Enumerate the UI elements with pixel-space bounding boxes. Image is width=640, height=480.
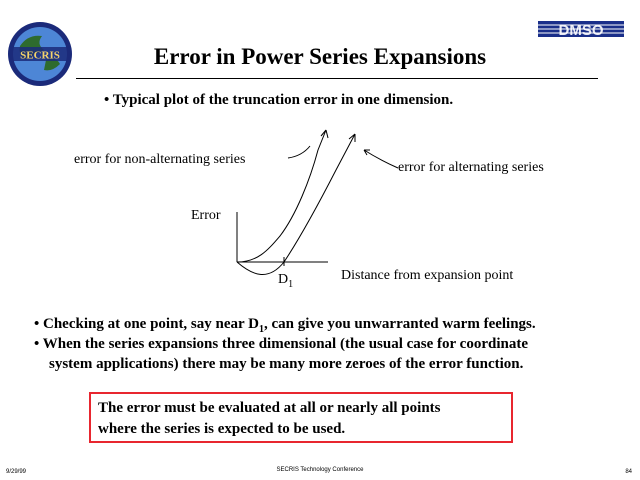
bullet-1-text-end: , can give you unwarranted warm feelings…	[264, 316, 536, 332]
alternating-arrowhead	[348, 133, 356, 142]
bullet-1-subscript: 1	[259, 324, 264, 335]
dmso-logo: DMSO	[538, 18, 624, 40]
footer-date: 9/29/99	[6, 469, 27, 475]
d1-label-main: D	[278, 272, 289, 287]
slide-subtitle: • Typical plot of the truncation error i…	[104, 92, 454, 108]
x-axis-label: Distance from expansion point	[341, 268, 514, 283]
non-alternating-leader	[287, 145, 311, 159]
non-alternating-arrowhead	[320, 129, 329, 139]
secris-logo: SECRIS	[8, 22, 72, 86]
y-axis-label: Error	[191, 208, 221, 223]
d1-label-sub: 1	[288, 278, 294, 290]
callout-line-1: The error must be evaluated at all or ne…	[98, 400, 441, 416]
secris-logo-text: SECRIS	[20, 50, 60, 62]
bullet-three-dimensional-line-2: system applications) there may be many m…	[49, 356, 524, 372]
callout-line-2: where the series is expected to be used.	[98, 421, 346, 437]
bullet-checking-one-point: • Checking at one point, say near D1, ca…	[34, 314, 536, 340]
slide-title: Error in Power Series Expansions	[153, 44, 487, 69]
bullet-1-text: • Checking at one point, say near D	[34, 316, 259, 332]
label-non-alternating: error for non-alternating series	[74, 152, 246, 167]
d1-label: D1	[278, 272, 293, 290]
label-alternating: error for alternating series	[398, 160, 544, 175]
alternating-leader	[363, 149, 399, 169]
title-divider	[76, 78, 598, 79]
callout-box: The error must be evaluated at all or ne…	[89, 392, 513, 443]
dmso-logo-text: DMSO	[559, 22, 604, 39]
bullet-three-dimensional-line-1: • When the series expansions three dimen…	[34, 336, 529, 352]
footer-page-number: 84	[625, 469, 632, 475]
footer-conference: SECRIS Technology Conference	[276, 467, 364, 473]
alternating-curve	[236, 133, 356, 275]
non-alternating-curve	[236, 129, 327, 263]
